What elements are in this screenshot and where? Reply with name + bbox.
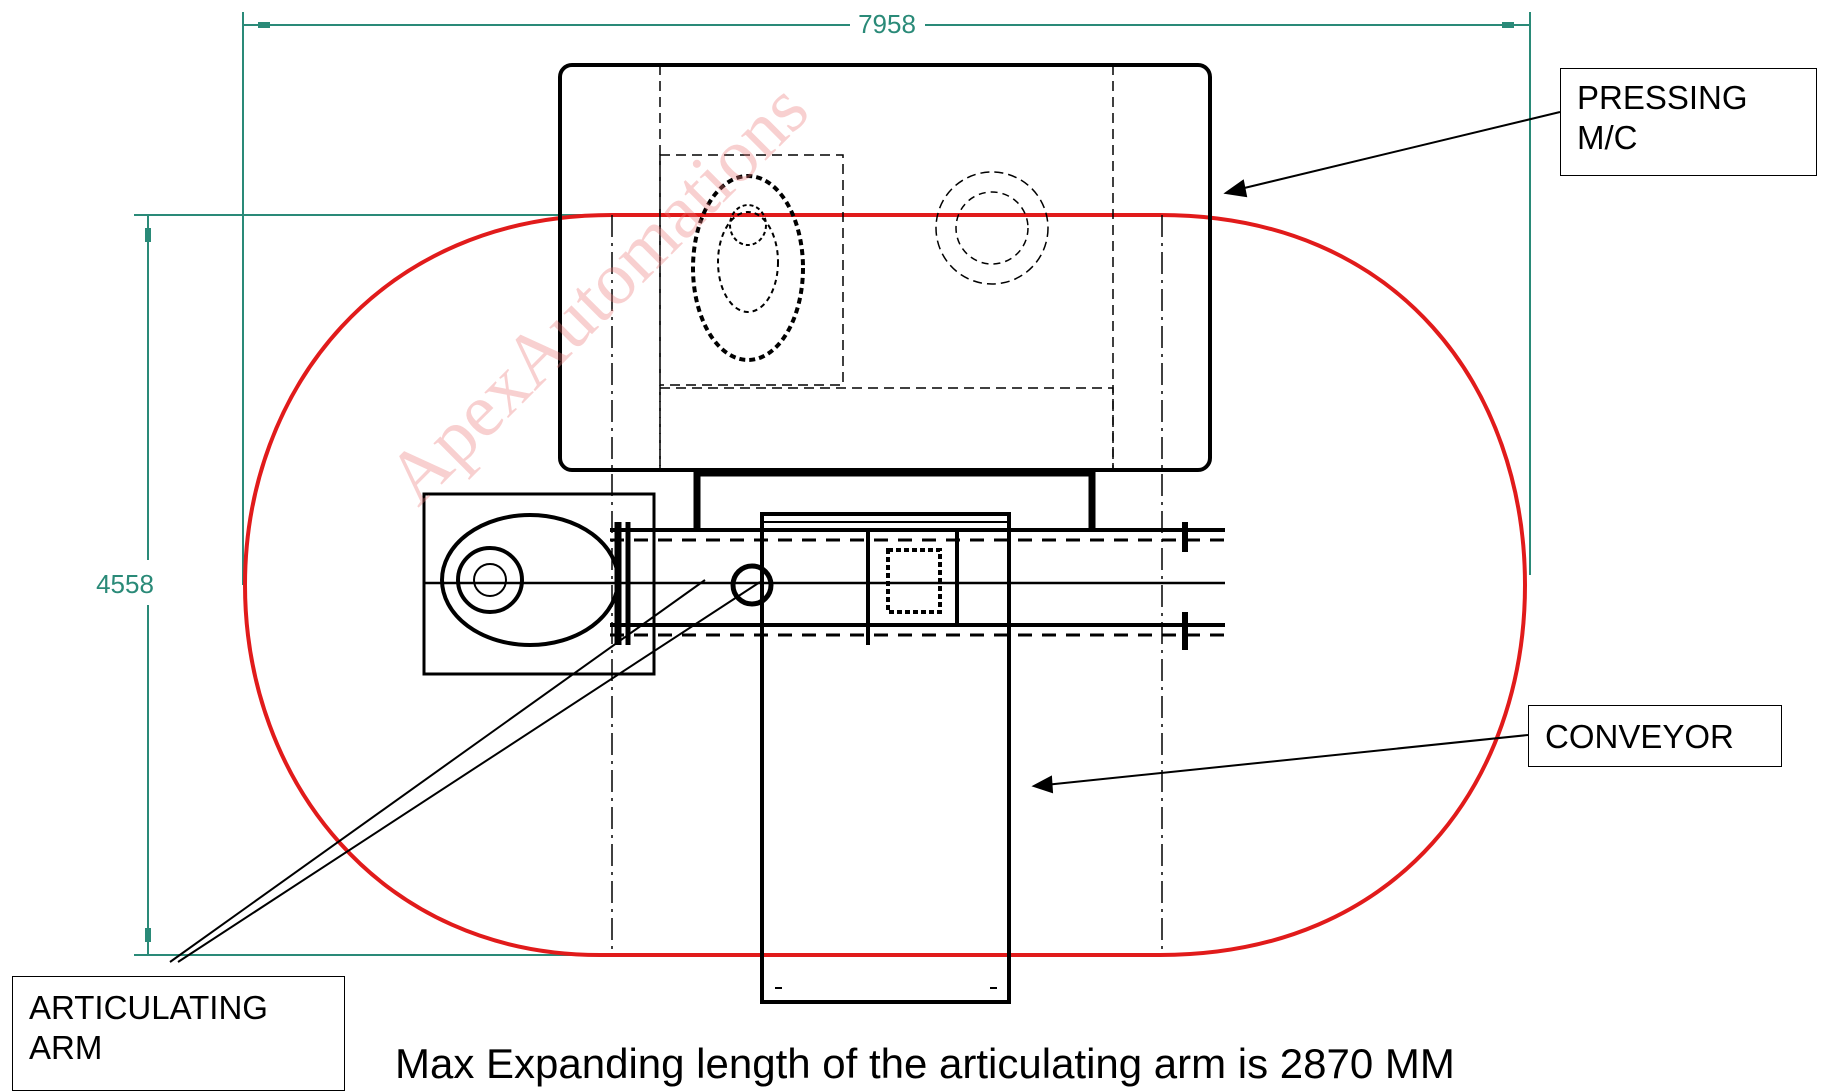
pressing-machine-callout: PRESSING M/C — [1560, 68, 1817, 176]
width-dimension-label: 7958 — [858, 9, 916, 39]
articulating-arm-label: ARTICULATING ARM — [29, 989, 268, 1066]
centre-lines — [611, 215, 1163, 955]
callout-leaders — [169, 111, 1561, 963]
articulating-arm-callout: ARTICULATING ARM — [12, 976, 345, 1091]
articulating-arm — [422, 492, 1225, 676]
reach-envelope — [242, 213, 1528, 957]
height-dimension — [134, 214, 612, 956]
width-dimension — [242, 12, 1531, 585]
conveyor-label: CONVEYOR — [1545, 718, 1734, 755]
height-dimension-label: 4558 — [96, 569, 154, 599]
conveyor — [760, 512, 1011, 1004]
pressing-machine — [558, 63, 1212, 528]
pressing-machine-label: PRESSING M/C — [1577, 79, 1748, 156]
max-length-note: Max Expanding length of the articulating… — [395, 1040, 1455, 1087]
conveyor-callout: CONVEYOR — [1528, 705, 1782, 767]
